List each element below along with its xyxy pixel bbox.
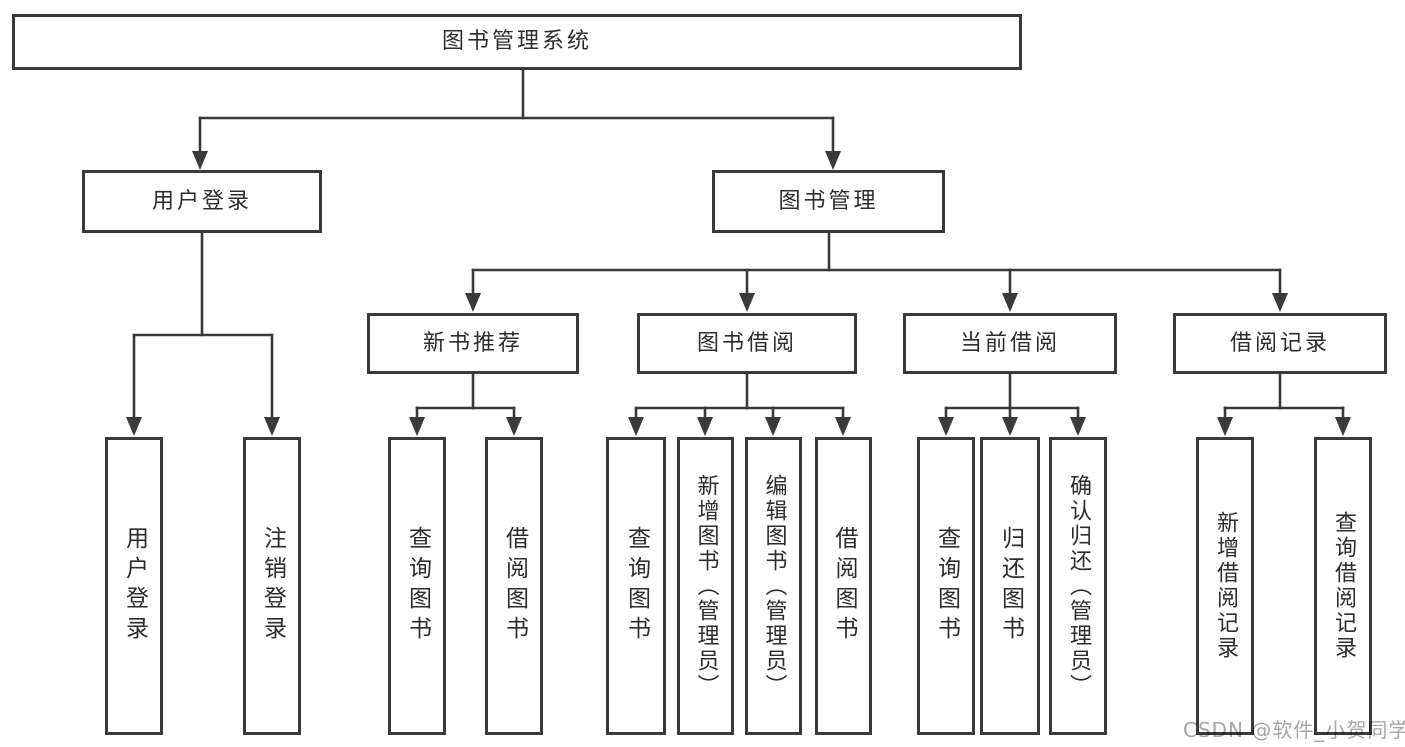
node-book-borrow: 图书借阅 (637, 313, 857, 374)
leaf-add-borrow-record: 新增借阅记录 (1196, 437, 1254, 735)
leaf-query-borrow-record: 查询借阅记录 (1314, 437, 1372, 735)
leaf-edit-books-admin: 编辑图书（管理员） (745, 437, 802, 735)
csdn-watermark: CSDN @软件_小贺同学 (1183, 718, 1405, 742)
node-book-management: 图书管理 (712, 170, 945, 233)
leaf-logout: 注销登录 (243, 437, 301, 735)
node-current-borrow: 当前借阅 (903, 313, 1117, 374)
leaf-add-books-admin: 新增图书（管理员） (677, 437, 734, 735)
node-borrow-records: 借阅记录 (1173, 313, 1387, 374)
leaf-query-books-recommend: 查询图书 (388, 437, 446, 735)
leaf-query-books-current: 查询图书 (917, 437, 975, 735)
node-root-system: 图书管理系统 (12, 14, 1022, 70)
node-new-book-recommend: 新书推荐 (367, 313, 579, 374)
leaf-borrow-books: 借阅图书 (815, 437, 872, 735)
leaf-query-books: 查询图书 (606, 437, 666, 735)
leaf-return-books: 归还图书 (980, 437, 1040, 735)
node-user-login: 用户登录 (82, 170, 322, 233)
leaf-user-login: 用户登录 (105, 437, 163, 735)
leaf-borrow-books-recommend: 借阅图书 (485, 437, 543, 735)
leaf-confirm-return-admin: 确认归还（管理员） (1049, 437, 1107, 735)
